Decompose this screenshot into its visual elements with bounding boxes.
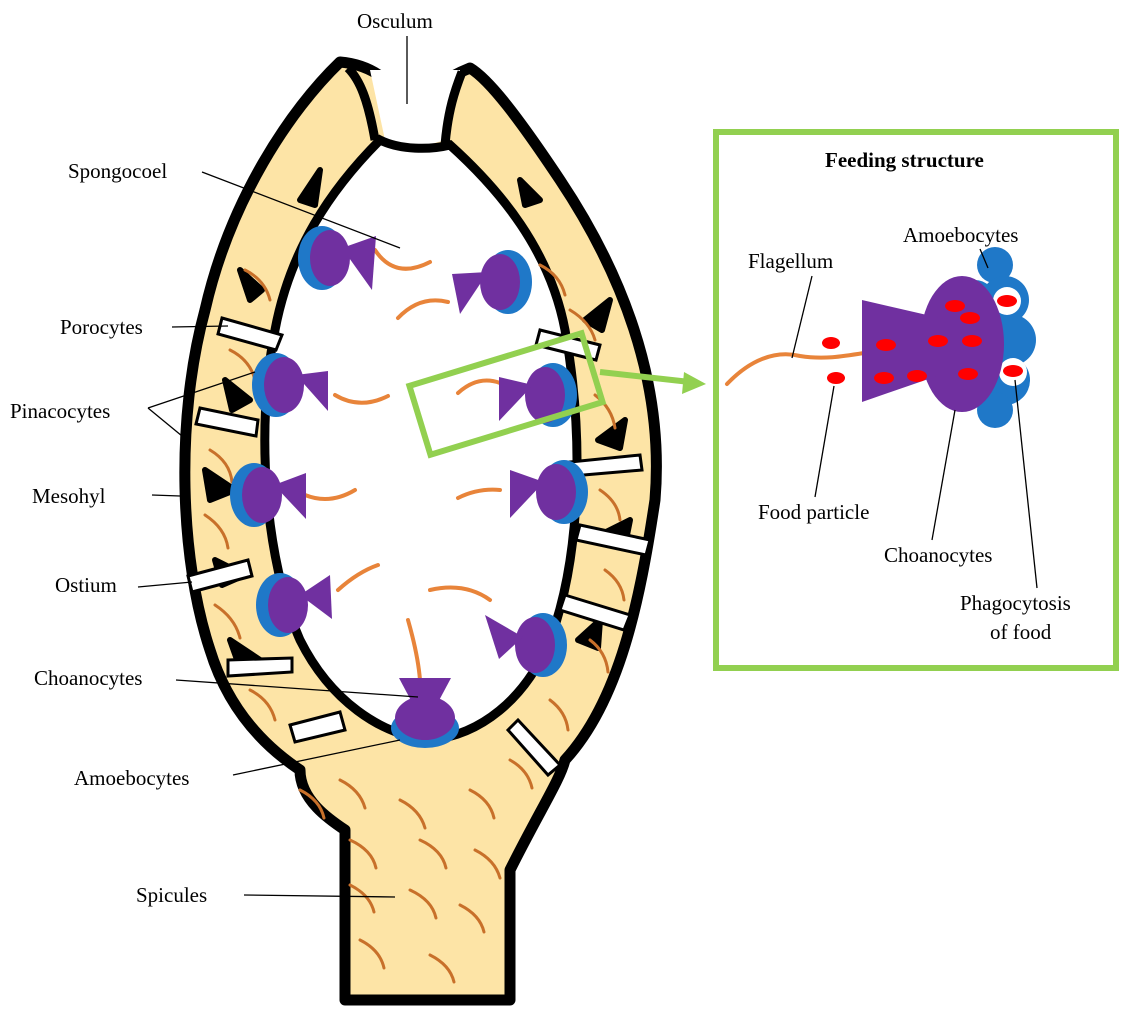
label-ostium: Ostium	[55, 573, 117, 597]
label-choanocytes: Choanocytes	[34, 666, 142, 690]
inset-title: Feeding structure	[825, 148, 984, 172]
inset-label-flagellum: Flagellum	[748, 249, 833, 273]
food-particle	[822, 337, 840, 349]
sponge-body	[185, 62, 706, 1000]
label-porocytes: Porocytes	[60, 315, 143, 339]
label-osculum: Osculum	[357, 9, 433, 33]
food-particle	[827, 372, 845, 384]
porocyte-channel	[228, 658, 292, 676]
inset-label-amoebocytes: Amoebocytes	[903, 223, 1018, 247]
label-mesohyl: Mesohyl	[32, 484, 106, 508]
label-spongocoel: Spongocoel	[68, 159, 167, 183]
inset-label-phagocytosis-line2: of food	[990, 620, 1052, 644]
inset-frame	[716, 132, 1116, 668]
label-spicules: Spicules	[136, 883, 207, 907]
label-pinacocytes: Pinacocytes	[10, 399, 110, 423]
label-amoebocytes: Amoebocytes	[74, 766, 189, 790]
feeding-structure-inset: Feeding structure	[716, 132, 1116, 668]
inset-label-food-particle: Food particle	[758, 500, 869, 524]
inset-label-phagocytosis-line1: Phagocytosis	[960, 591, 1071, 615]
inset-label-choanocytes: Choanocytes	[884, 543, 992, 567]
